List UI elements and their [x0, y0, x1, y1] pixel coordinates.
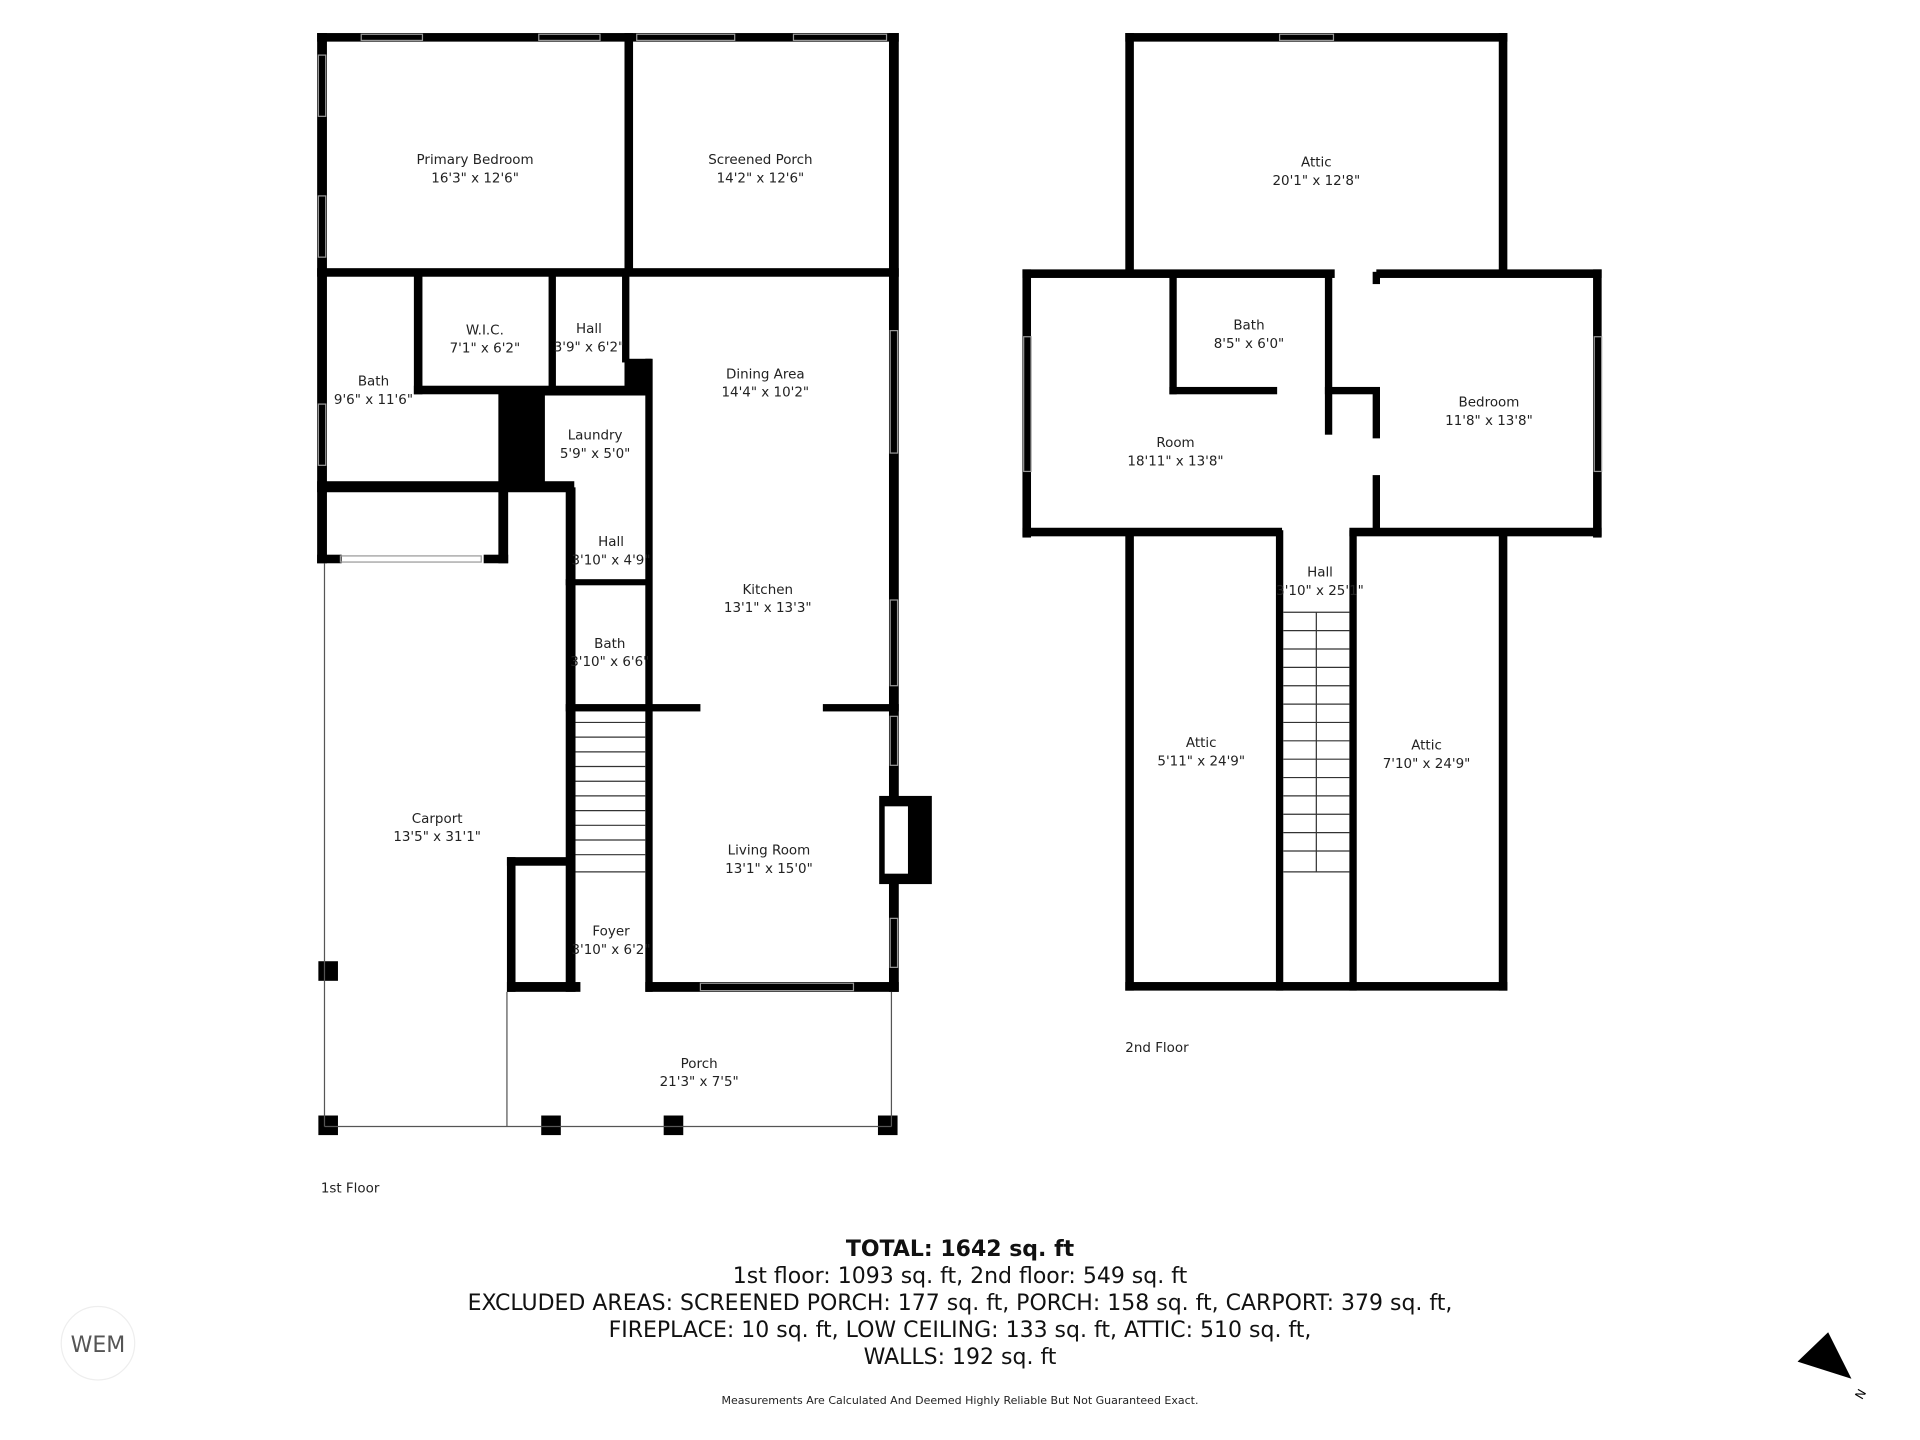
room-dimensions: 18'11" x 13'8" — [1127, 454, 1223, 469]
room-label: Dining Area 14'4" x 10'2" — [721, 367, 809, 400]
room-name: Hall — [576, 322, 602, 337]
room-name: Laundry — [568, 429, 623, 444]
room-label: Attic 20'1" x 12'8" — [1272, 156, 1360, 189]
room-name: Attic — [1411, 738, 1442, 753]
logo-text: WEM — [71, 1333, 126, 1358]
room-dimensions: 3'10" x 4'9" — [571, 553, 650, 568]
room-label: Porch 21'3" x 7'5" — [660, 1057, 739, 1090]
room-label: Hall 3'10" x 25'1" — [1276, 566, 1364, 599]
room-dimensions: 16'3" x 12'6" — [431, 171, 519, 186]
room-label: Attic 7'10" x 24'9" — [1383, 738, 1471, 771]
room-dimensions: 14'4" x 10'2" — [721, 386, 809, 401]
room-label: Kitchen 13'1" x 13'3" — [724, 583, 812, 616]
room-label: Bath 8'5" x 6'0" — [1214, 318, 1285, 351]
room-dimensions: 5'11" x 24'9" — [1157, 754, 1245, 769]
room-name: Carport — [412, 812, 463, 827]
room-label: Bath 9'6" x 11'6" — [334, 375, 413, 408]
room-dimensions: 7'1" x 6'2" — [450, 342, 521, 357]
room-dimensions: 14'2" x 12'6" — [717, 171, 805, 186]
second-floor-walls — [1022, 33, 1602, 991]
room-name: Primary Bedroom — [417, 153, 534, 168]
room-name: Kitchen — [742, 583, 793, 598]
room-label: Screened Porch 14'2" x 12'6" — [708, 153, 812, 186]
room-dimensions: 5'9" x 5'0" — [560, 447, 631, 462]
room-label: Hall 3'10" x 4'9" — [571, 535, 650, 568]
room-dimensions: 21'3" x 7'5" — [660, 1075, 739, 1090]
room-name: Bath — [1233, 318, 1264, 333]
room-name: Bedroom — [1459, 396, 1520, 411]
room-name: Foyer — [592, 925, 630, 940]
walls-area: WALLS: 192 sq. ft — [863, 1345, 1057, 1370]
room-name: W.I.C. — [466, 323, 504, 338]
room-dimensions: 3'10" x 25'1" — [1276, 584, 1364, 599]
room-dimensions: 9'6" x 11'6" — [334, 393, 413, 408]
room-label: Attic 5'11" x 24'9" — [1157, 736, 1245, 769]
floor-areas: 1st floor: 1093 sq. ft, 2nd floor: 549 s… — [732, 1264, 1188, 1289]
room-dimensions: 13'1" x 15'0" — [725, 862, 813, 877]
room-name: Hall — [598, 535, 624, 550]
room-label: Primary Bedroom 16'3" x 12'6" — [417, 153, 534, 186]
room-name: Living Room — [728, 844, 811, 859]
room-name: Screened Porch — [708, 153, 812, 168]
room-name: Porch — [681, 1057, 718, 1072]
room-label: Laundry 5'9" x 5'0" — [560, 429, 631, 462]
room-label: Living Room 13'1" x 15'0" — [725, 844, 813, 877]
room-label: W.I.C. 7'1" x 6'2" — [450, 323, 521, 356]
room-name: Room — [1156, 436, 1194, 451]
floor-label-1st: 1st Floor — [321, 1182, 380, 1197]
floor-label-2nd: 2nd Floor — [1125, 1041, 1189, 1056]
first-floor-walls — [317, 33, 932, 1136]
room-dimensions: 20'1" x 12'8" — [1272, 174, 1360, 189]
room-name: Attic — [1186, 736, 1217, 751]
room-dimensions: 11'8" x 13'8" — [1445, 414, 1533, 429]
total-area: TOTAL: 1642 sq. ft — [845, 1237, 1075, 1262]
room-dimensions: 3'10" x 6'2" — [571, 943, 650, 958]
wem-logo: WEM — [60, 1305, 136, 1381]
room-dimensions: 13'5" x 31'1" — [393, 830, 481, 845]
room-label: Hall 3'9" x 6'2" — [554, 322, 625, 355]
room-dimensions: 13'1" x 13'3" — [724, 601, 812, 616]
excluded-areas-1: EXCLUDED AREAS: SCREENED PORCH: 177 sq. … — [467, 1291, 1453, 1316]
second-floor-details — [1023, 33, 1603, 873]
room-label: Carport 13'5" x 31'1" — [393, 812, 481, 845]
room-dimensions: 3'10" x 6'6" — [570, 655, 649, 670]
room-name: Bath — [358, 375, 389, 390]
first-floor-thin-lines — [317, 33, 899, 1128]
room-name: Dining Area — [726, 367, 805, 382]
room-label: Room 18'11" x 13'8" — [1127, 436, 1223, 469]
room-dimensions: 8'5" x 6'0" — [1214, 337, 1285, 352]
room-label: Bath 3'10" x 6'6" — [570, 637, 649, 670]
room-dimensions: 7'10" x 24'9" — [1383, 757, 1471, 772]
area-summary: TOTAL: 1642 sq. ft 1st floor: 1093 sq. f… — [0, 1236, 1920, 1371]
disclaimer: Measurements Are Calculated And Deemed H… — [721, 1394, 1199, 1407]
room-name: Hall — [1307, 566, 1333, 581]
room-label: Bedroom 11'8" x 13'8" — [1445, 396, 1533, 429]
excluded-areas-2: FIREPLACE: 10 sq. ft, LOW CEILING: 133 s… — [608, 1318, 1312, 1343]
room-dimensions: 3'9" x 6'2" — [554, 340, 625, 355]
room-name: Attic — [1301, 156, 1332, 171]
room-name: Bath — [594, 637, 625, 652]
room-label: Foyer 3'10" x 6'2" — [571, 925, 650, 958]
room-labels: Primary Bedroom 16'3" x 12'6" Screened Por… — [334, 153, 1533, 1090]
